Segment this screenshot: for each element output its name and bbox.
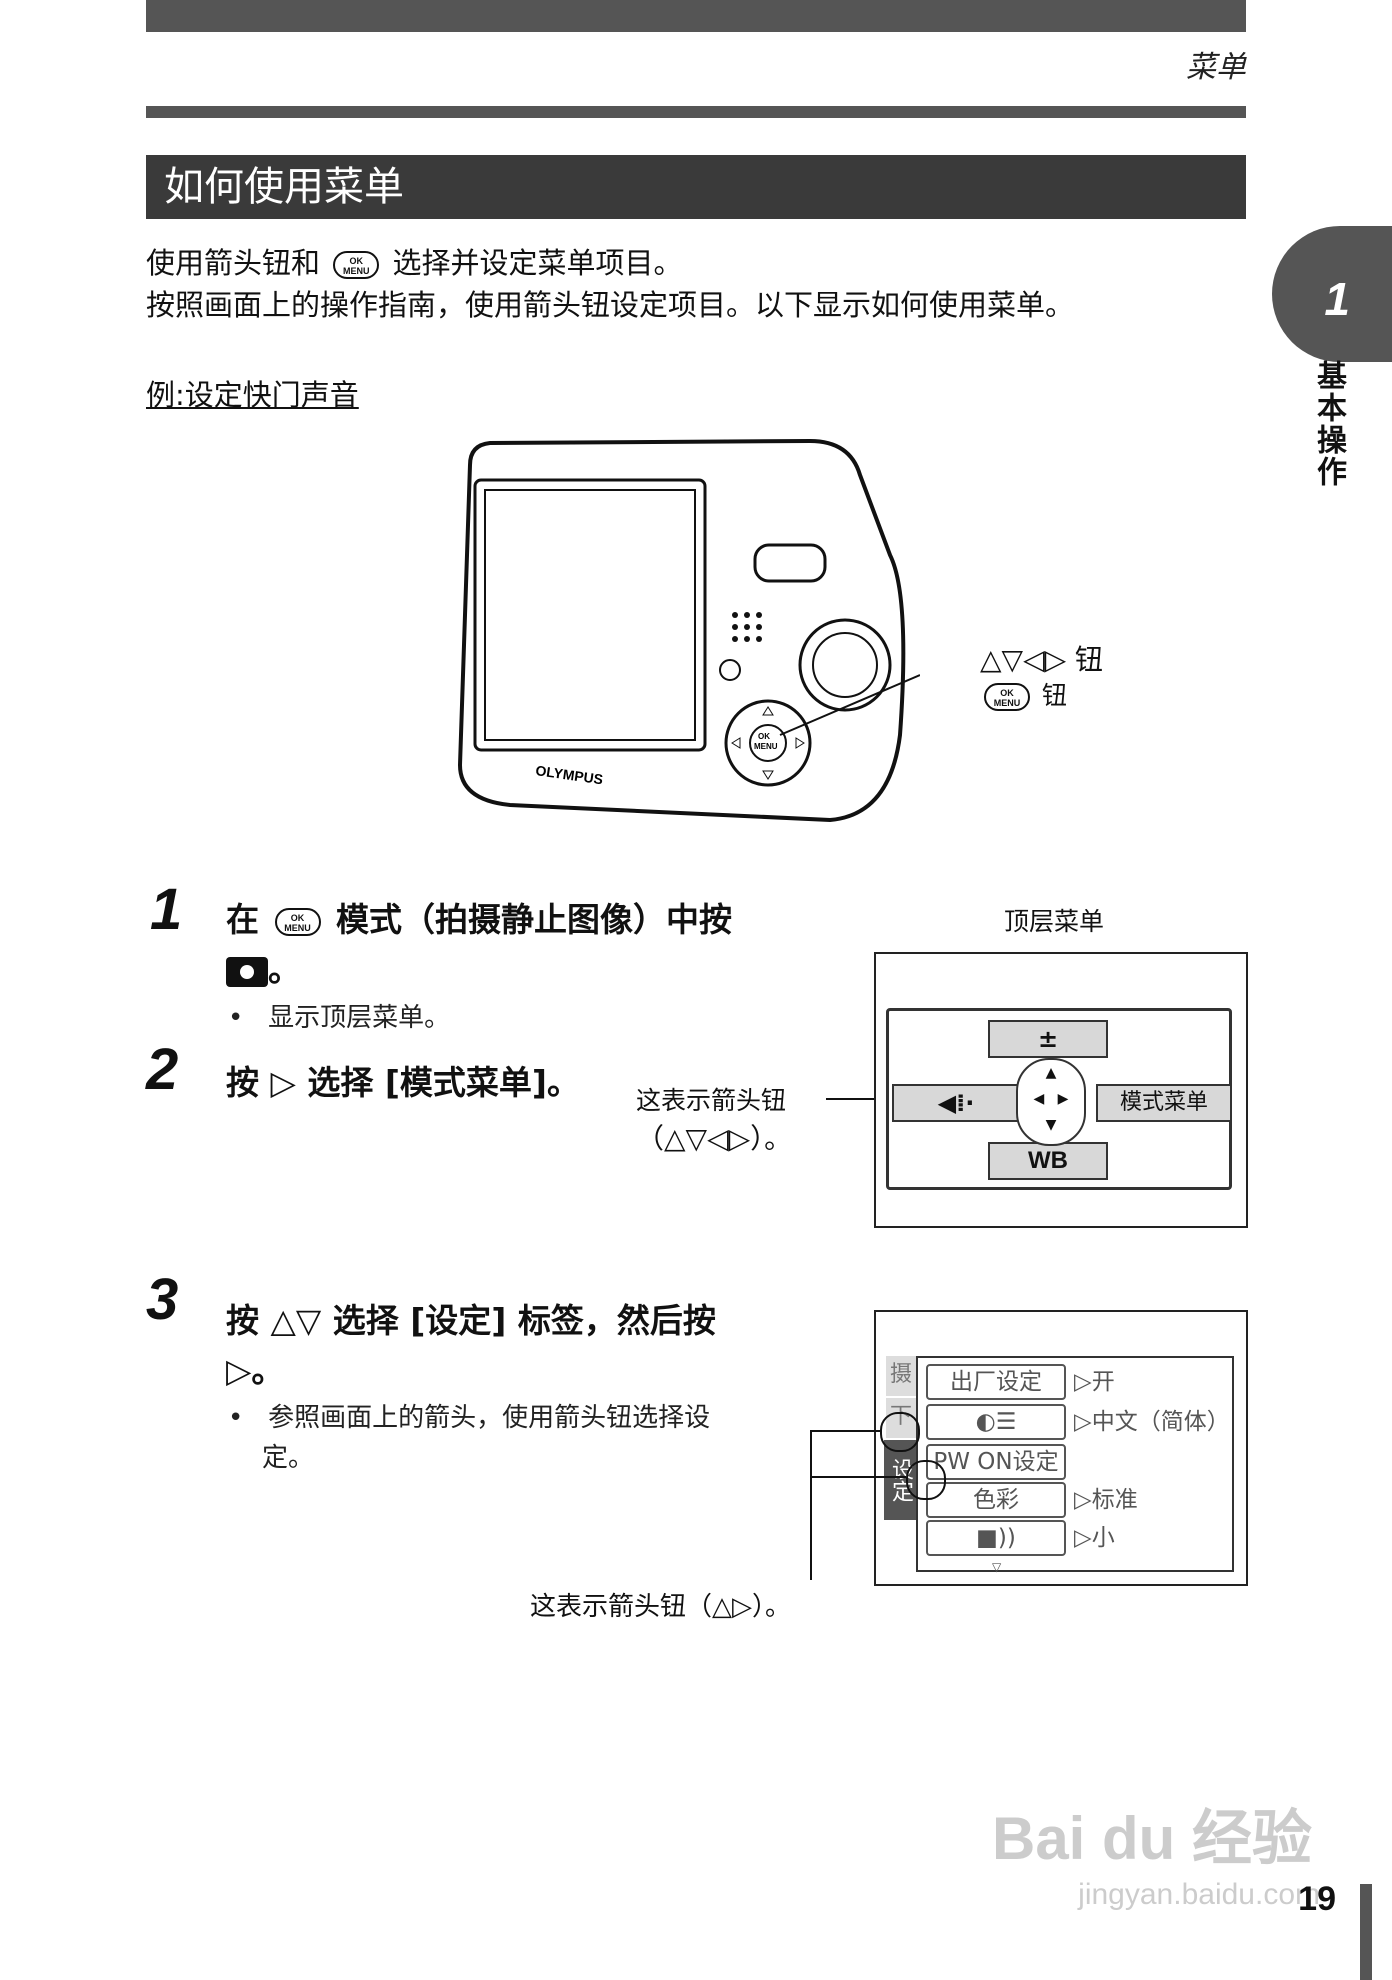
tab-setup[interactable]: 设定 — [884, 1440, 916, 1520]
drive-menu-button[interactable]: ◀⁞· — [892, 1084, 1020, 1122]
camera-illustration: OLYMPUS OK MENU — [457, 438, 920, 823]
highlight-circle — [880, 1412, 920, 1452]
intro-line-2: 按照画面上的操作指南，使用箭头钮设定项目。以下显示如何使用菜单。 — [146, 288, 1075, 322]
page-number: 19 — [1298, 1880, 1336, 1918]
highlight-circle — [906, 1460, 946, 1500]
wb-menu-button[interactable]: WB — [988, 1142, 1108, 1180]
chapter-number: 1 — [1324, 273, 1350, 325]
menu-row-label[interactable]: 色彩 — [926, 1482, 1066, 1518]
step-number: 1 — [150, 877, 183, 942]
arrow-note-1: 这表示箭头钮 （△▽◁▷）。 — [636, 1086, 793, 1155]
header-top-bar — [146, 0, 1246, 32]
menu-row-label[interactable]: 出厂设定 — [926, 1364, 1066, 1400]
footer-bar — [1360, 1884, 1372, 1980]
top-menu-caption: 顶层菜单 — [1004, 907, 1105, 936]
svg-text:MENU: MENU — [754, 742, 778, 751]
menu-row-value: ▷标准 — [1074, 1487, 1138, 1513]
step-2-text: 按 ▷ 选择 [模式菜单]。 — [226, 1063, 581, 1102]
mode-menu-button[interactable]: 模式菜单 — [1096, 1084, 1232, 1122]
header-title: 菜单 — [1186, 50, 1246, 85]
step-1-bullet: • 显示顶层菜单。 — [228, 1003, 451, 1033]
leader-line — [810, 1430, 812, 1580]
watermark-url: jingyan.baidu.com — [1078, 1878, 1320, 1911]
arrow-note-2: 这表示箭头钮（△▷）。 — [530, 1592, 791, 1622]
arrow-buttons-label: △▽◁▷ 钮 — [980, 643, 1104, 676]
intro-line-1a: 使用箭头钮和 — [146, 246, 321, 280]
top-menu-screen: ± ◀⁞· 模式菜单 WB ▲◀ ▶▼ — [874, 952, 1248, 1228]
intro-line-1b: 选择并设定菜单项目。 — [392, 246, 683, 280]
direction-pad-icon: ▲◀ ▶▼ — [1016, 1058, 1086, 1146]
camera-icon — [226, 956, 268, 987]
menu-row-label[interactable]: PW ON设定 — [926, 1444, 1066, 1480]
chapter-label: 基本操作 — [1311, 360, 1346, 488]
leader-line — [810, 1430, 882, 1432]
header-rule — [146, 106, 1246, 118]
section-title: 如何使用菜单 — [146, 155, 1246, 219]
step-number: 2 — [146, 1037, 179, 1102]
example-label: 例:设定快门声音 — [146, 378, 359, 412]
chapter-tab — [1272, 226, 1392, 362]
svg-text:OK: OK — [758, 732, 770, 741]
menu-row-value: ▷中文（简体） — [1074, 1409, 1230, 1435]
menu-row-value: ▷开 — [1074, 1369, 1115, 1395]
tab-shoot[interactable]: 摄 — [886, 1356, 916, 1396]
exposure-menu-button[interactable]: ± — [988, 1020, 1108, 1058]
leader-line — [810, 1476, 906, 1478]
menu-row-label[interactable]: ■)) — [926, 1520, 1066, 1556]
watermark: Bai du 经验 — [991, 1805, 1312, 1872]
menu-row-value: ▷小 — [1074, 1525, 1115, 1551]
step-3-text: 按 △▽ 选择 [设定] 标签，然后按 ▷。 — [226, 1301, 716, 1390]
scroll-down-icon: ▽ — [992, 1560, 1002, 1574]
step-number: 3 — [146, 1267, 179, 1332]
menu-row-label[interactable]: ◐☰ — [926, 1404, 1066, 1440]
step-3-bullet: • 参照画面上的箭头，使用箭头钮选择设 定。 — [228, 1403, 711, 1473]
setup-menu-screen: 摄 下 设定 出厂设定 ▷开 ◐☰ ▷中文（简体） PW ON设定 色彩 ▷标准… — [874, 1310, 1248, 1586]
